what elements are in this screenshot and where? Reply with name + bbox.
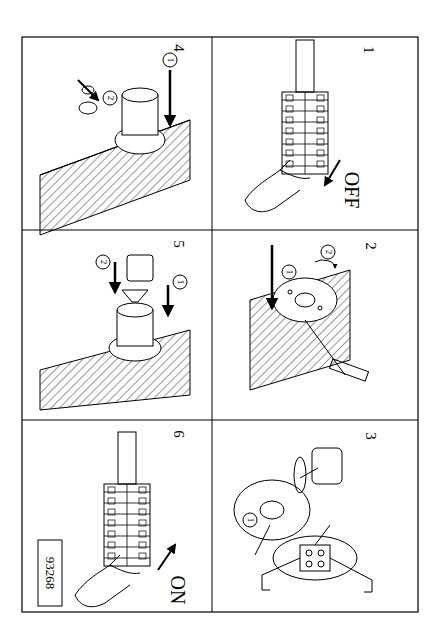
- step-number: 2: [363, 242, 378, 250]
- callout-number: 1: [166, 58, 175, 63]
- callout-number: 1: [246, 518, 255, 523]
- callout-number: 2: [324, 250, 333, 255]
- callout-number: 1: [176, 280, 185, 285]
- step-number: 6: [171, 430, 186, 438]
- callout-number: 1: [285, 270, 294, 275]
- switch-state: ON: [168, 576, 188, 605]
- step-number: 3: [363, 432, 378, 440]
- step-number: 4: [171, 44, 186, 52]
- step-number: 5: [171, 240, 186, 248]
- step-number: 1: [361, 46, 376, 54]
- switch-state: OFF: [342, 172, 362, 209]
- callout-number: 2: [99, 260, 108, 265]
- callout-number: 2: [106, 96, 115, 101]
- part-number: 93268: [44, 557, 57, 590]
